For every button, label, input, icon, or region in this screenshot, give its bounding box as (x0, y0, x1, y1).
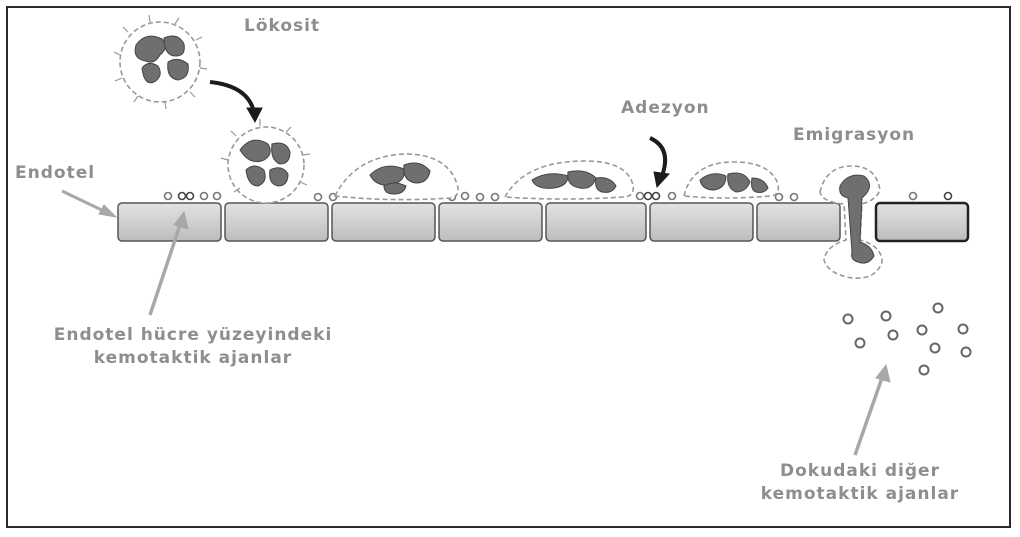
leukocyte-adhering-1 (335, 154, 458, 200)
endothelial-cell (876, 203, 968, 241)
endothelial-cell (546, 203, 646, 241)
endothelial-cell (332, 203, 435, 241)
adhesion-label: Adezyon (621, 98, 710, 118)
leukocyte-adhering-2 (505, 161, 633, 199)
endothelial-cell (118, 203, 221, 241)
tissue-agents-label: Dokudaki diğer kemotaktik ajanlar (745, 460, 975, 506)
leukocyte-rolling (221, 119, 310, 203)
adhesion-arrow (650, 138, 665, 176)
endothelial-cell-row (118, 203, 968, 241)
endothelial-cell (439, 203, 542, 241)
tissue-agents-line-2: kemotaktik ajanlar (745, 483, 975, 506)
surface-agents-line-1: Endotel hücre yüzeyindeki (28, 324, 358, 347)
tissue-chemotactic-agents (844, 304, 971, 375)
endothelial-cell (757, 203, 840, 241)
endothelium-label: Endotel (15, 163, 95, 183)
endothelial-cell (650, 203, 753, 241)
leukocyte-adhering-3 (684, 162, 778, 198)
leukocyte-free (114, 15, 207, 109)
tissue-agents-arrow (855, 375, 883, 455)
surface-agents-line-2: kemotaktik ajanlar (28, 347, 358, 370)
leukocyte-label: Lökosit (244, 16, 320, 36)
emigration-label: Emigrasyon (793, 125, 915, 145)
endothelial-cell (225, 203, 328, 241)
surface-agents-label: Endotel hücre yüzeyindeki kemotaktik aja… (28, 324, 358, 370)
tissue-agents-line-1: Dokudaki diğer (745, 460, 975, 483)
